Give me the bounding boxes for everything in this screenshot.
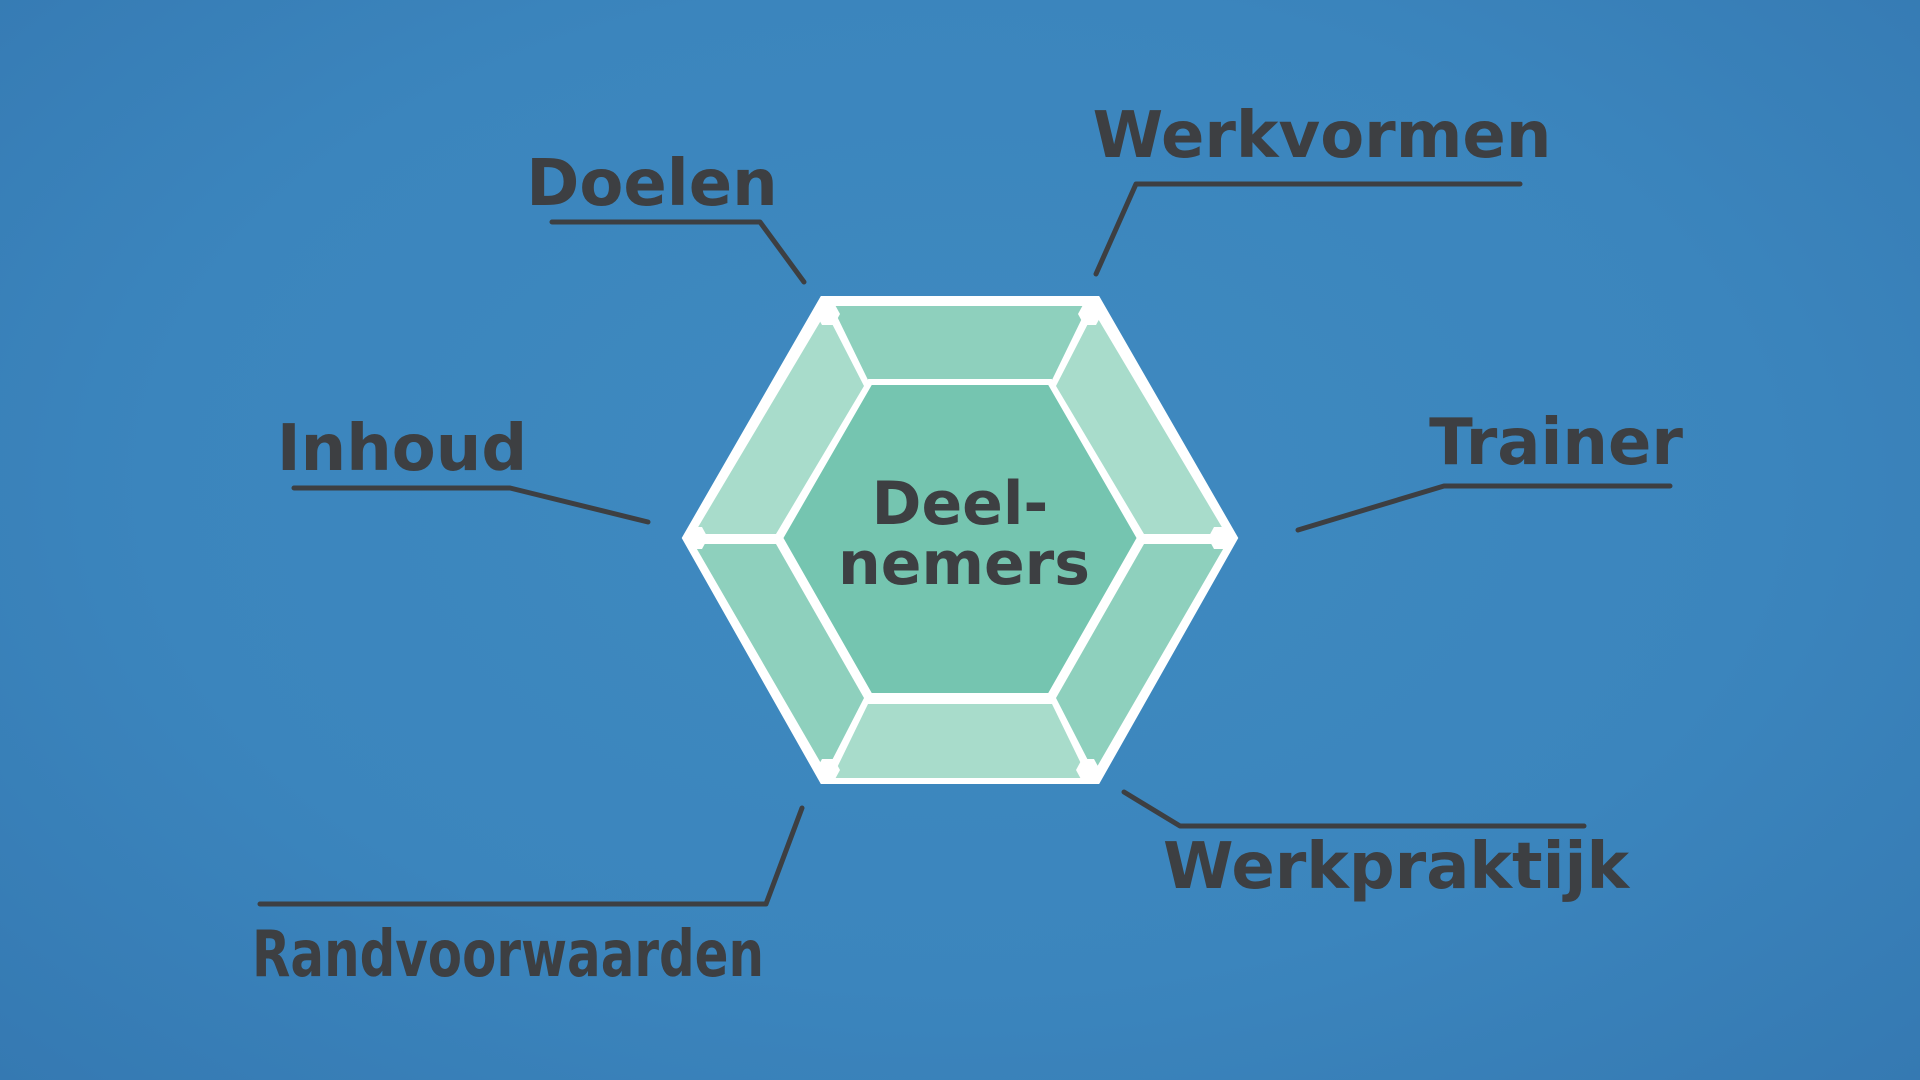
- vertex-node-right: [1208, 527, 1232, 549]
- label-doelen: Doelen: [526, 147, 777, 221]
- label-inhoud: Inhoud: [277, 412, 527, 486]
- segment-inhoud-doelen: [694, 312, 864, 534]
- label-randvoorwaarden: Randvoorwaarden: [252, 918, 764, 992]
- center-label-line1: Deel-: [872, 469, 1049, 539]
- vertex-node-bottom-right: [1076, 759, 1100, 781]
- label-werkvormen: Werkvormen: [1093, 99, 1552, 173]
- segment-werkpraktijk-randvoorwaarden: [832, 704, 1088, 778]
- center-hexagon: [776, 379, 1144, 699]
- segment-doelen-werkvormen: [832, 306, 1088, 380]
- segment-werkvormen-trainer: [1056, 312, 1226, 534]
- vertex-node-top-right: [1078, 303, 1102, 325]
- label-werkpraktijk: Werkpraktijk: [1163, 830, 1630, 904]
- segment-randvoorwaarden-inhoud: [694, 544, 864, 772]
- connector-doelen: [549, 219, 807, 285]
- label-trainer: Trainer: [1429, 406, 1683, 480]
- segment-trainer-werkpraktijk: [1056, 544, 1226, 772]
- center-label-line2: nemers: [838, 529, 1090, 599]
- vertex-node-left: [684, 527, 708, 549]
- connector-trainer: [1295, 483, 1673, 533]
- connector-werkpraktijk: [1121, 789, 1587, 829]
- vertex-node-bottom-left: [816, 759, 840, 781]
- connector-werkvormen: [1093, 181, 1523, 277]
- vertex-node-top-left: [816, 303, 840, 325]
- connector-inhoud: [291, 485, 651, 525]
- connector-randvoorwaarden: [257, 805, 805, 907]
